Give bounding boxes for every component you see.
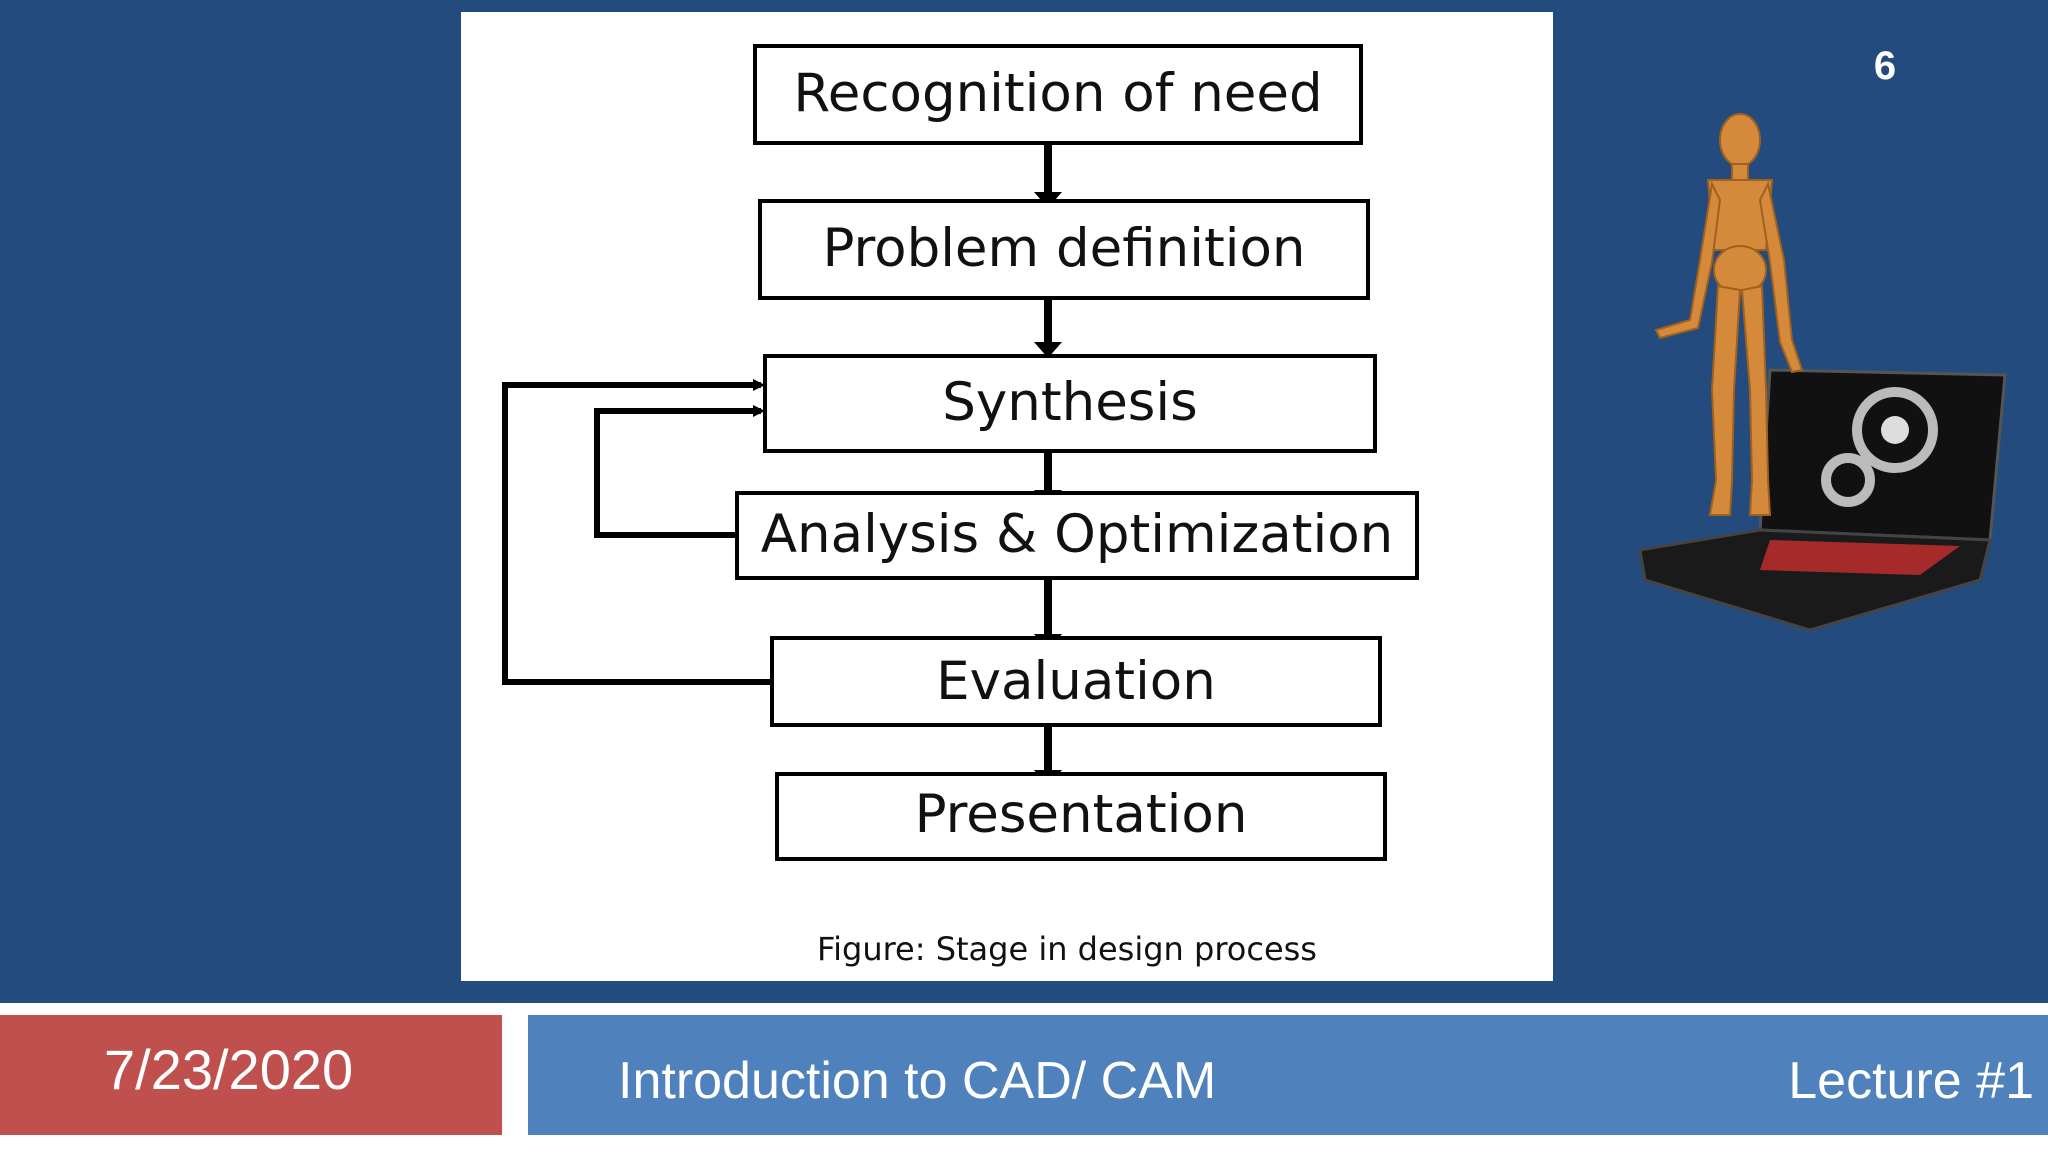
stage-definition-label: Problem definition	[822, 218, 1305, 279]
flowchart: Recognition of need Problem definition S…	[502, 44, 1419, 861]
figure-caption: Figure: Stage in design process	[817, 930, 1317, 968]
gear-icon	[1821, 387, 1938, 507]
footer-date: 7/23/2020	[104, 1038, 354, 1101]
stage-box-synthesis	[763, 354, 1377, 453]
footer-title-bar: Introduction to CAD/ CAM Lecture #1	[528, 1015, 2048, 1135]
feedback-loop-analysis	[594, 408, 761, 538]
stage-box-presentation	[775, 772, 1387, 861]
slide-number: 6	[1873, 44, 1897, 88]
stage-presentation-label: Presentation	[915, 784, 1248, 845]
footer-lecture-number: Lecture #1	[1788, 1052, 2034, 1110]
footer-course-title: Introduction to CAD/ CAM	[618, 1052, 1217, 1110]
stage-box-recognition	[753, 44, 1363, 145]
feedback-loop-evaluation	[502, 382, 772, 685]
stage-evaluation-label: Evaluation	[936, 651, 1216, 712]
stage-synthesis-label: Synthesis	[942, 372, 1198, 433]
laptop-keyboard	[1760, 540, 1960, 575]
mannequin	[1654, 113, 1804, 516]
stage-recognition-label: Recognition of need	[793, 63, 1322, 124]
stage-box-definition	[758, 199, 1370, 300]
stage-box-analysis	[735, 491, 1419, 580]
mannequin-laptop-illustration	[1638, 113, 2007, 632]
stage-box-evaluation	[770, 636, 1382, 727]
stage-analysis-label: Analysis & Optimization	[761, 504, 1393, 565]
footer-date-bar: 7/23/2020	[0, 1015, 502, 1135]
design-process-figure: Recognition of need Problem definition S…	[461, 12, 1553, 981]
